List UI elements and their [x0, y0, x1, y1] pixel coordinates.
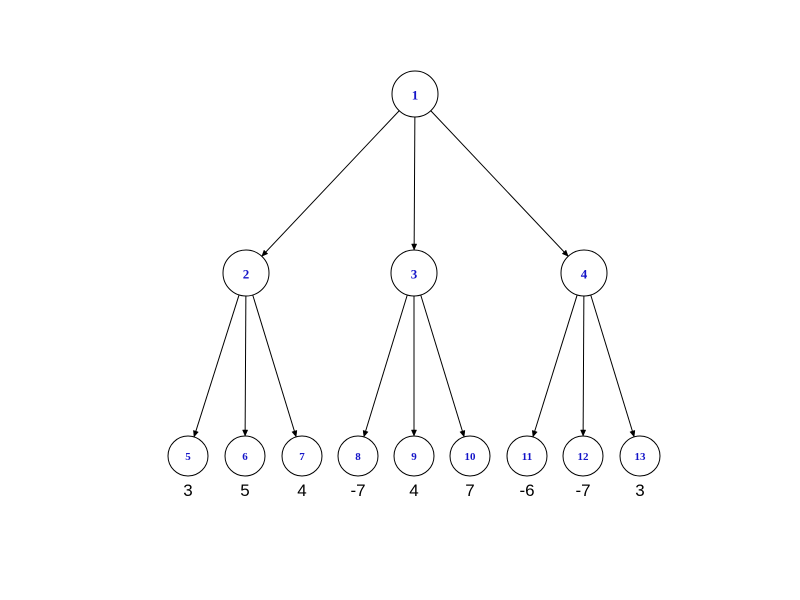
node-circle[interactable] [619, 435, 661, 477]
node-circle[interactable] [560, 249, 608, 297]
leaf-value: 7 [465, 481, 474, 500]
edge-arrowhead [531, 430, 538, 438]
tree-node-10[interactable]: 10 [449, 435, 491, 477]
tree-edge [411, 296, 417, 437]
tree-node-6[interactable]: 6 [224, 435, 266, 477]
edge-arrowhead [261, 249, 269, 257]
node-circle[interactable] [281, 435, 323, 477]
leaf-value: -6 [519, 481, 534, 500]
edge-arrowhead [629, 430, 636, 438]
tree-edge [252, 294, 298, 438]
leaf-values-layer: 3 5 4 -7 4 7 -6 -7 3 [183, 481, 644, 500]
leaf-value: 4 [297, 481, 306, 500]
node-circle[interactable] [167, 435, 209, 477]
tree-edge [531, 294, 578, 438]
edge-arrowhead [242, 429, 249, 437]
node-label: 3 [411, 267, 418, 282]
node-circle[interactable] [337, 435, 379, 477]
tree-node-8[interactable]: 8 [337, 435, 379, 477]
node-circle[interactable] [224, 435, 266, 477]
tree-node-3[interactable]: 3 [390, 249, 438, 297]
tree-edge [420, 294, 466, 438]
edge-arrowhead [411, 429, 417, 437]
leaf-value: 3 [635, 481, 644, 500]
edges-layer [193, 110, 636, 438]
tree-edge [242, 295, 249, 437]
edge-arrowhead [362, 430, 369, 438]
node-label: 13 [635, 451, 647, 463]
edge-arrowhead [561, 249, 569, 257]
edge-arrowhead [193, 430, 199, 438]
node-label: 12 [578, 451, 590, 463]
node-label: 8 [355, 451, 361, 463]
tree-node-4[interactable]: 4 [560, 249, 608, 297]
tree-node-13[interactable]: 13 [619, 435, 661, 477]
tree-edge [411, 116, 418, 251]
tree-node-7[interactable]: 7 [281, 435, 323, 477]
node-label: 9 [411, 451, 417, 463]
node-circle[interactable] [390, 249, 438, 297]
node-label: 11 [522, 451, 532, 463]
edge-arrowhead [411, 243, 418, 251]
leaf-value: 4 [409, 481, 418, 500]
node-label: 6 [242, 451, 248, 463]
tree-node-11[interactable]: 11 [506, 435, 548, 477]
leaf-value: -7 [575, 481, 590, 500]
tree-edge [362, 294, 408, 438]
tree-node-9[interactable]: 9 [393, 435, 435, 477]
edge-arrowhead [291, 430, 298, 438]
tree-edge [430, 110, 569, 257]
leaf-value: 3 [183, 481, 192, 500]
tree-edge [580, 295, 587, 437]
node-label: 2 [243, 267, 250, 282]
tree-node-2[interactable]: 2 [222, 249, 270, 297]
node-label: 4 [581, 267, 588, 282]
node-label: 10 [465, 451, 477, 463]
node-circle[interactable] [506, 435, 548, 477]
edge-arrowhead [580, 429, 587, 437]
tree-node-1[interactable]: 1 [391, 70, 439, 118]
node-circle[interactable] [391, 70, 439, 118]
edge-arrowhead [459, 430, 466, 438]
node-circle[interactable] [393, 435, 435, 477]
node-circle[interactable] [562, 435, 604, 477]
node-circle[interactable] [222, 249, 270, 297]
tree-node-5[interactable]: 5 [167, 435, 209, 477]
tree-node-12[interactable]: 12 [562, 435, 604, 477]
tree-edge [193, 294, 240, 438]
leaf-value: -7 [350, 481, 365, 500]
leaf-value: 5 [240, 481, 249, 500]
node-label: 1 [412, 88, 419, 103]
tree-edge [261, 110, 400, 257]
node-label: 5 [185, 451, 191, 463]
tree-edge [590, 294, 636, 438]
node-circle[interactable] [449, 435, 491, 477]
node-label: 7 [299, 451, 305, 463]
